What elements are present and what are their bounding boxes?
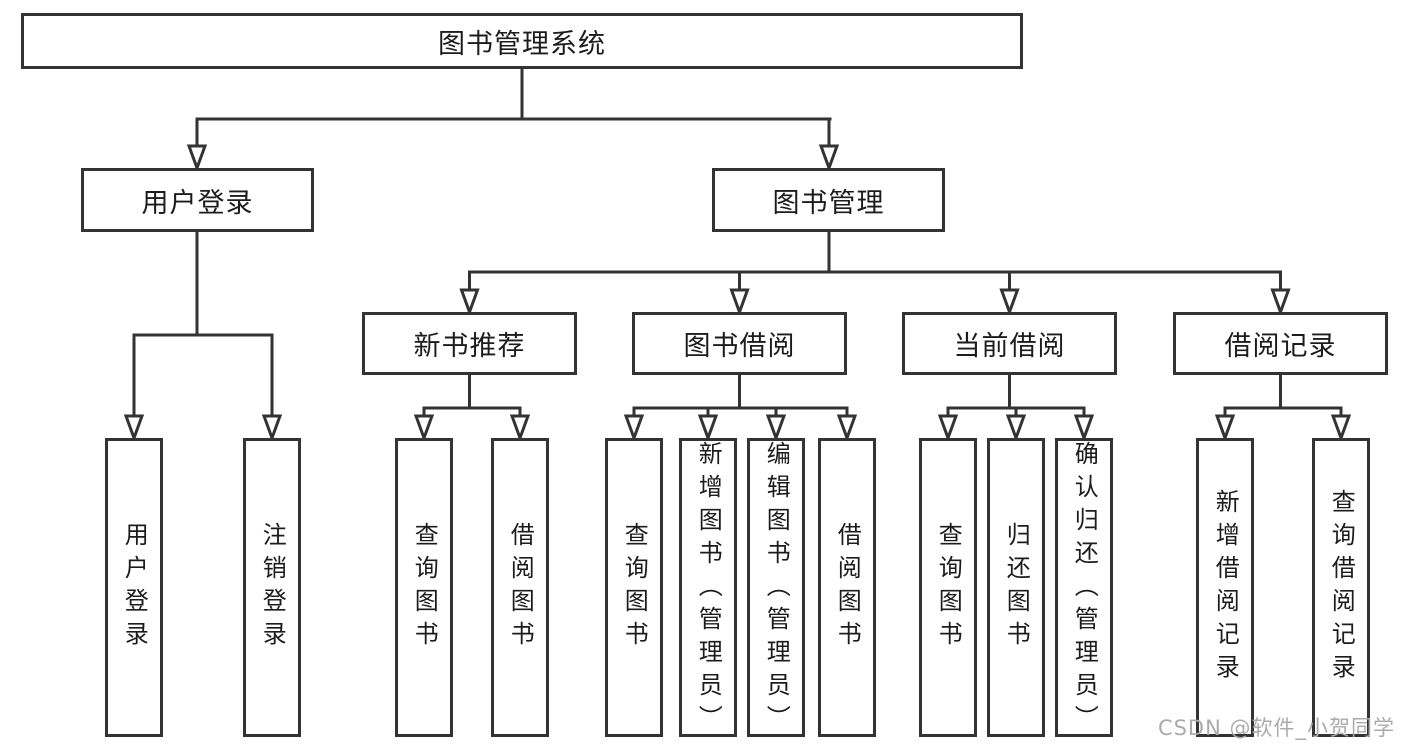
node-current-borrow: 当前借阅 <box>902 312 1117 375</box>
leaf-borrow-book: 借阅图书 <box>491 438 549 737</box>
leaf-add-book-admin: 新增图书（管理员） <box>679 438 737 738</box>
leaf-borrow-book: 借阅图书 <box>818 438 876 737</box>
node-user-login: 用户登录 <box>81 168 314 232</box>
node-new-book-recommend: 新书推荐 <box>362 312 577 375</box>
leaf-user-login: 用户登录 <box>105 438 163 737</box>
leaf-query-borrow-record: 查询借阅记录 <box>1312 438 1370 737</box>
leaf-logout-login: 注销登录 <box>243 438 301 737</box>
node-book-management: 图书管理 <box>712 168 945 232</box>
leaf-edit-book-admin: 编辑图书（管理员） <box>747 438 805 738</box>
leaf-return-book: 归还图书 <box>987 438 1045 737</box>
watermark-text: CSDN @软件_小贺同学 <box>1157 716 1395 740</box>
node-book-borrow: 图书借阅 <box>632 312 847 375</box>
node-root: 图书管理系统 <box>21 13 1023 69</box>
leaf-query-book: 查询图书 <box>395 438 453 737</box>
node-borrow-records: 借阅记录 <box>1173 312 1388 375</box>
leaf-confirm-return-admin: 确认归还（管理员） <box>1055 438 1113 738</box>
leaf-query-book: 查询图书 <box>605 438 663 737</box>
leaf-add-borrow-record: 新增借阅记录 <box>1196 438 1254 737</box>
leaf-query-book: 查询图书 <box>919 438 977 737</box>
